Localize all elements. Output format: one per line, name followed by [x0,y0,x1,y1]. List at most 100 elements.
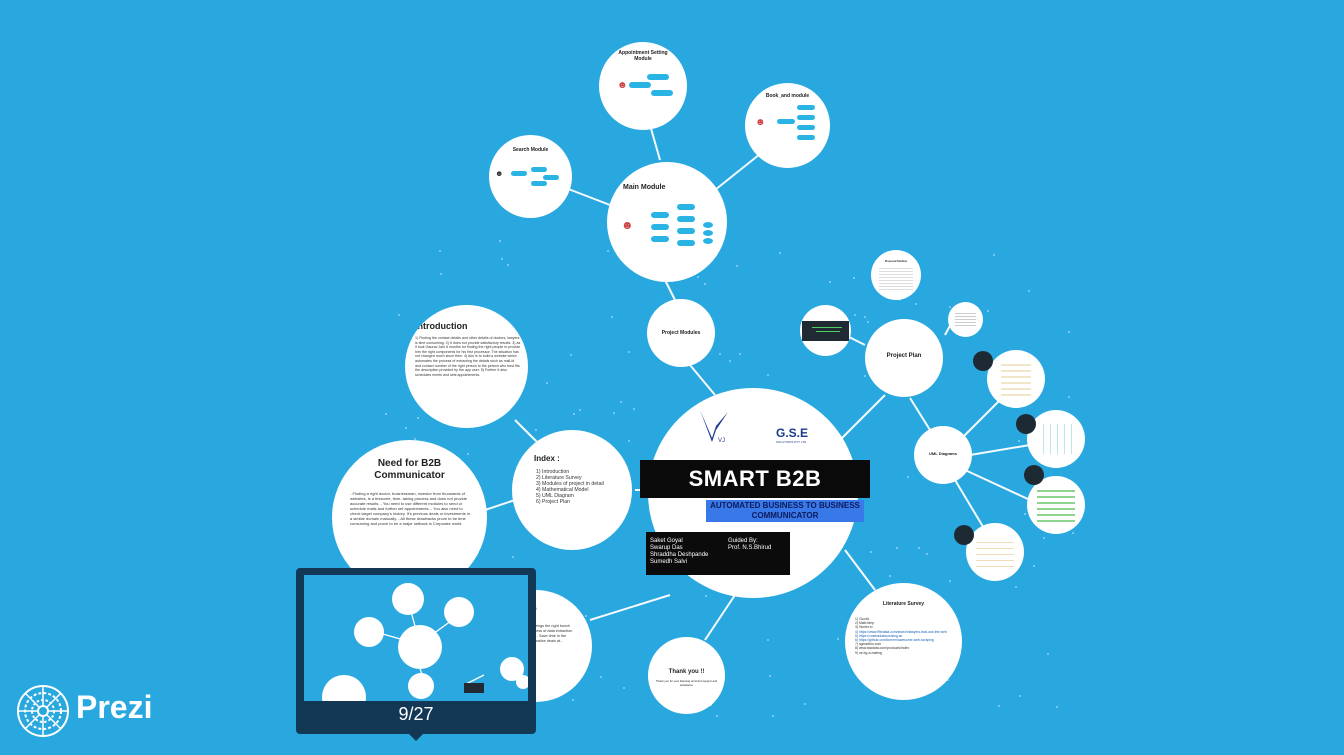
prezi-logo-icon [17,685,69,737]
sparkle-dot [926,553,928,555]
sparkle-dot [546,382,548,384]
sparkle-dot [628,440,630,442]
index-item: 2) Literature Survey [536,475,582,481]
sparkle-dot [512,556,514,558]
sparkle-dot [417,417,419,419]
index-item: 1) Introduction [536,469,570,475]
text-block [955,311,976,327]
author-name: Swarup Das [650,545,683,551]
diagram-shape [797,105,815,110]
node-literature-survey[interactable]: Literature Survey 1) Cluotix 2) Mailchim… [845,583,962,700]
need-text: - Finding a right doctor, businessman, i… [350,491,470,526]
diagram-shape [651,212,669,218]
sparkle-dot [501,258,503,260]
sparkle-dot [385,413,387,415]
sparkle-dot [585,615,587,617]
prezi-logo[interactable]: Prezi [16,684,166,738]
diagram-shape [677,228,695,234]
node-title: Need for B2B Communicator [374,458,445,481]
diagram-image [1037,424,1075,454]
literature-list: 1) Cluotix 2) Mailchimp 3) Hunter.io 4) … [855,617,949,655]
diagram-image [976,537,1014,567]
sparkle-dot [1028,290,1030,292]
sparkle-dot [600,676,602,678]
sparkle-dot [507,264,509,266]
node-title: Project Plan [886,353,922,359]
sparkle-dot [829,281,831,283]
diagram-shape [797,125,815,130]
node-introduction[interactable]: Introduction 1) Finding the contact deta… [405,305,528,428]
sparkle-dot [633,408,635,410]
node-project-modules[interactable]: Project Modules [647,299,715,367]
node-appointment-module[interactable]: Appointment Setting Module ☻ [599,42,687,130]
text-block [879,266,913,290]
literature-item: 6) https://github.com/lonrem/awesome-web… [855,638,934,643]
node-gantt-chart[interactable] [800,305,851,356]
node-uml-sequence[interactable] [1027,410,1085,468]
uml-label-bubble [1016,414,1036,434]
node-uml-class[interactable] [987,350,1045,408]
node-proposed-solution[interactable]: Proposed Solution [871,250,921,300]
node-index[interactable]: Index : 1) Introduction 2) Literature Su… [512,430,632,550]
sparkle-dot [439,250,441,252]
sparkle-dot [915,303,917,305]
sparkle-dot [620,401,622,403]
diagram-shape [531,181,547,186]
node-title: Literature Survey [882,601,925,607]
node-main-module[interactable]: Main Module ☻ [607,162,727,282]
sparkle-dot [1072,532,1074,534]
author-name: Sumedh Salvi [650,559,688,565]
gse-logo-sub: SOLUTIONS PVT LTD [776,440,807,444]
sparkle-dot [864,375,866,377]
sparkle-dot [1043,537,1045,539]
sparkle-dot [850,428,852,430]
literature-item: 3) Hunter.io [855,625,873,630]
node-thank-you[interactable]: Thank you !! Thank you for your listenin… [648,637,725,714]
sparkle-dot [1018,440,1020,442]
page-indicator: 9/27 [398,704,434,724]
sparkle-dot [729,360,731,362]
node-uml-activity[interactable] [1027,476,1085,534]
guide-name: Prof. N.S.Bhirud [728,545,772,551]
sparkle-dot [1033,565,1035,567]
sparkle-dot [1019,695,1021,697]
diagram-shape [677,216,695,222]
author-name: Saket Goyal [650,538,683,544]
diagram-shape [677,240,695,246]
college-logo-icon: VJ [698,408,730,444]
sparkle-dot [864,316,866,318]
sparkle-dot [837,638,839,640]
diagram-shape [629,82,651,88]
sparkle-dot [467,453,469,455]
uml-label-bubble [1024,465,1044,485]
sparkle-dot [697,276,699,278]
node-uml-usecase[interactable] [966,523,1024,581]
index-item: 3) Modules of project in detail [536,481,604,487]
svg-text:VJ: VJ [718,438,725,444]
uml-label-bubble [954,525,974,545]
slide-thumbnail-preview[interactable]: 9/27 [296,568,536,734]
sparkle-dot [1068,331,1070,333]
node-search-module[interactable]: Search Module ☻ [489,135,572,218]
node-book-module[interactable]: Book_and module ☻ [745,83,830,168]
sparkle-dot [1024,513,1026,515]
authors-list: Saket Goyal Swarup Das Shraddha Deshpand… [650,538,708,566]
diagram-shape [703,222,713,228]
node-title: UML Diagrams [929,451,957,456]
literature-item: 7) sgmartbio.com [855,642,882,647]
index-list: 1) Introduction 2) Literature Survey 3) … [536,469,604,505]
literature-item: 5) https://coseradataunusing.ac [855,633,903,638]
node-project-plan[interactable]: Project Plan [865,319,943,397]
sparkle-dot [716,715,718,717]
node-document[interactable] [948,302,983,337]
thumbnail-caret [408,733,424,741]
sparkle-dot [854,314,856,316]
node-uml-diagrams[interactable]: UML Diagrams [914,426,972,484]
brand-name: Prezi [76,689,153,725]
diagram-shape [797,115,815,120]
node-title: Proposed Solution [884,260,908,263]
sparkle-dot [405,427,407,429]
index-item: 5) UML Diagram [536,493,574,499]
node-title: Thank you !! [668,669,705,675]
